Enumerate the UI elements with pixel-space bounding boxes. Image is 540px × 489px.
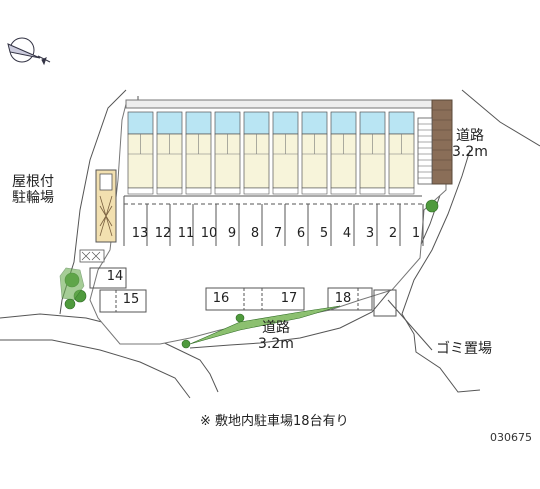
- lower-slots: [89, 267, 433, 351]
- parking-row: [123, 195, 422, 246]
- trash-area-label: ゴミ置場: [436, 341, 492, 357]
- stall-number: 8: [250, 226, 260, 241]
- road-top-name: 道路: [455, 128, 484, 144]
- apartment-unit: [185, 111, 212, 195]
- property-code: 030675: [490, 431, 532, 444]
- bike-label-line1: 屋根付: [12, 174, 54, 190]
- stall-number: 12: [154, 226, 172, 241]
- slot-18: 18: [334, 291, 352, 306]
- stall-number: 13: [131, 226, 149, 241]
- compass-icon: [7, 37, 51, 66]
- stall-number: 1: [411, 226, 421, 241]
- stall-number: 4: [342, 226, 352, 241]
- road-bottom-name: 道路: [261, 320, 290, 336]
- stall-dividers: [146, 204, 424, 246]
- stall-number: 2: [388, 226, 398, 241]
- road-label-bottom: 道路 3.2m: [258, 320, 294, 352]
- slot-16: 16: [212, 291, 230, 306]
- stall-number: 6: [296, 226, 306, 241]
- apartment-unit: [359, 111, 386, 195]
- stall-number: 11: [177, 226, 195, 241]
- building: [127, 111, 415, 195]
- bike-parking-label: 屋根付 駐輪場: [12, 174, 54, 206]
- stall-number: 10: [200, 226, 218, 241]
- stall-number: 9: [227, 226, 237, 241]
- stall-number: 7: [273, 226, 283, 241]
- greenery: [59, 199, 439, 349]
- slot-17: 17: [280, 291, 298, 306]
- apartment-unit: [330, 111, 357, 195]
- road-top-width: 3.2m: [452, 144, 488, 160]
- stall-number: 3: [365, 226, 375, 241]
- apartment-unit: [301, 111, 328, 195]
- road-bottom-width: 3.2m: [258, 336, 294, 352]
- slot-14: 14: [106, 269, 124, 284]
- apartment-unit: [243, 111, 270, 195]
- apartment-unit: [156, 111, 183, 195]
- stall-number: 5: [319, 226, 329, 241]
- bike-parking-icon: [79, 169, 117, 263]
- apartment-unit: [214, 111, 241, 195]
- apartment-unit: [272, 111, 299, 195]
- apartment-unit: [127, 111, 154, 195]
- apartment-unit: [388, 111, 415, 195]
- road-label-top: 道路 3.2m: [452, 128, 488, 160]
- parking-note: ※ 敷地内駐車場18台有り: [200, 414, 349, 429]
- slot-15: 15: [122, 292, 140, 307]
- bike-label-line2: 駐輪場: [12, 190, 54, 206]
